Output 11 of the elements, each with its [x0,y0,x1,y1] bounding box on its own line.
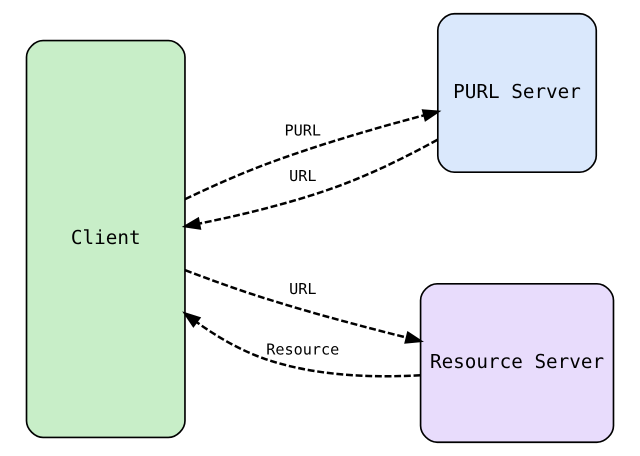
edge-label: URL [289,166,316,185]
node-box: Resource Server [420,282,614,444]
arrow [184,269,424,344]
node-box: PURL Server [436,12,598,174]
arrow [182,138,438,230]
edge-label: Resource [266,340,340,358]
edge-label: URL [289,280,316,298]
node-box: Client [26,40,186,438]
arrow [184,109,442,200]
edge-label: PURL [284,121,322,140]
arrow [182,311,420,378]
